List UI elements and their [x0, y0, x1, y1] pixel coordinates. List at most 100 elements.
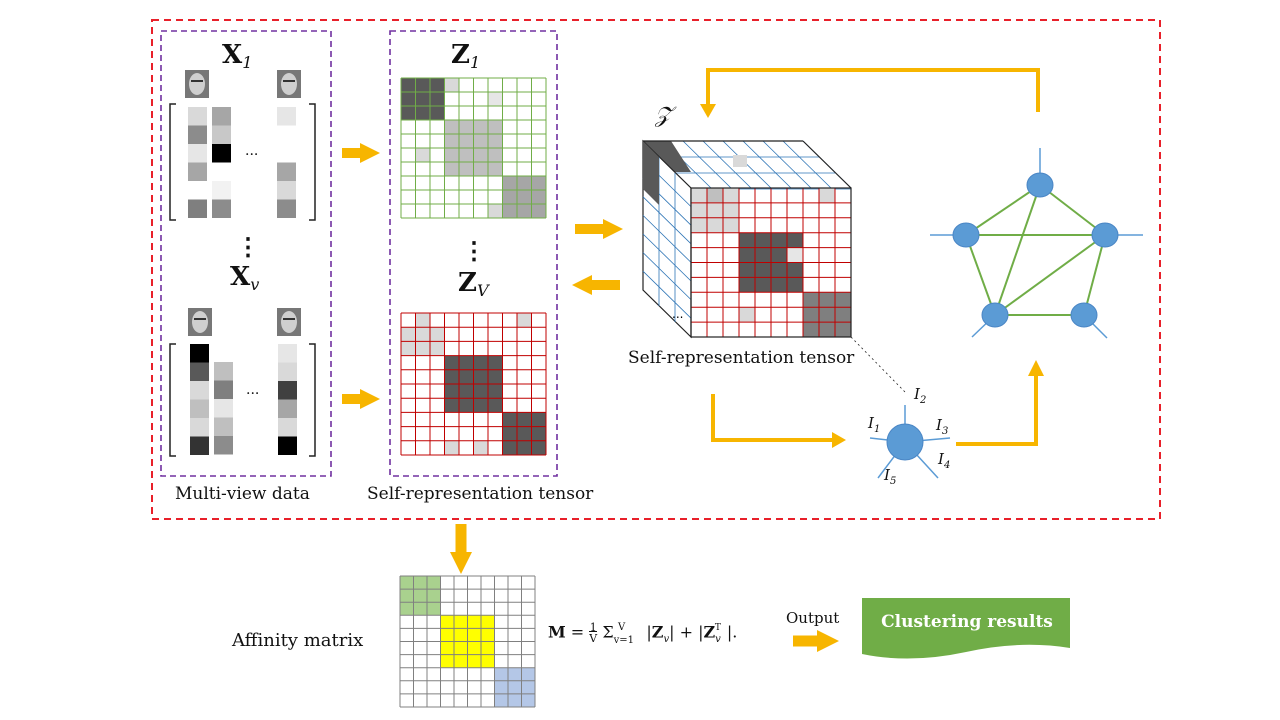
tensor-side-line: [642, 196, 692, 245]
zv-label: ZV: [458, 268, 489, 301]
zv-grid-cell: [473, 440, 488, 455]
matrix-cell: [277, 199, 296, 218]
output-label: Output: [786, 609, 840, 627]
z1-grid-cell: [401, 78, 445, 120]
x-vdots: ⋮: [236, 232, 260, 261]
feedback-head: [700, 104, 716, 118]
affinity-grid-cell: [494, 667, 535, 707]
matrix-cell: [190, 381, 209, 400]
face-skin: [192, 311, 208, 333]
hyperedge-node: [886, 423, 924, 461]
graph-edge: [994, 184, 1041, 316]
graph-node: [981, 302, 1009, 328]
matrix-cell: [214, 380, 233, 399]
face-eyes: [283, 318, 295, 320]
tensor-side-line: [642, 215, 692, 263]
tensor-front-grid-cell: [803, 292, 851, 337]
block-arrow: [342, 143, 380, 163]
clustering-results-banner: [862, 598, 1070, 659]
face-skin: [281, 73, 297, 95]
tensor-side-dark: [643, 141, 659, 205]
matrix-cell: [277, 162, 296, 181]
node-label-i4: I4: [938, 450, 951, 471]
affinity-matrix-grid: [399, 575, 536, 708]
matrix-bracket: [169, 103, 176, 221]
tensor-top-line: [682, 140, 732, 189]
tensor-edge: [802, 140, 852, 189]
z1-grid-cell: [488, 204, 503, 218]
face-skin: [281, 311, 297, 333]
z1-grid-cell: [502, 176, 546, 218]
node-label-i3: I3: [936, 416, 949, 437]
node-label-i1: I1: [868, 414, 881, 435]
z1-subscript: 1: [469, 53, 481, 73]
block-arrow: [793, 630, 839, 652]
matrix-cell: [278, 399, 297, 418]
block-arrow: [342, 389, 380, 409]
matrix-cell: [188, 107, 207, 126]
zv-grid-cell: [444, 440, 459, 455]
data-matrices: [169, 103, 316, 457]
z-vdots: ⋮: [462, 236, 486, 265]
matrix-cell: [214, 362, 233, 381]
z1-label: Z1: [451, 40, 481, 73]
tensor-top-line: [702, 140, 752, 189]
to-node-line: [711, 394, 836, 442]
matrix-cell: [278, 344, 297, 363]
tensor-symbol: 𝒵: [655, 103, 672, 128]
matrix-cell: [278, 418, 297, 437]
graph-edge: [1083, 234, 1106, 316]
to-graph-head: [1028, 360, 1044, 376]
zv-grid-cell: [415, 313, 430, 328]
matrix-bracket: [169, 343, 176, 457]
to-graph-line: [956, 372, 1038, 446]
matrix-cell: [278, 381, 297, 400]
face-eyes: [194, 318, 206, 320]
node-label-i2: I2: [914, 385, 927, 406]
xv-symbol: X: [230, 262, 251, 292]
zv-grid-cell: [517, 313, 532, 328]
matrix-cell: [278, 362, 297, 381]
matrix-cell: [212, 199, 231, 218]
tensor-side-line: [642, 252, 692, 300]
matrix-cell: [212, 181, 231, 200]
matrix-cell: [212, 107, 231, 126]
z1-grid-cell: [415, 148, 430, 162]
clustering-results-text: Clustering results: [881, 612, 1053, 632]
tensor-front-grid-cell: [707, 188, 723, 203]
x1-symbol: X: [222, 40, 243, 70]
affinity-label: Affinity matrix: [232, 630, 364, 651]
matrix-bracket: [309, 103, 316, 221]
zv-subscript: V: [476, 281, 489, 301]
zv-grid-cell: [502, 412, 546, 455]
matrix-cell: [188, 144, 207, 163]
tensor-front-grid-cell: [739, 307, 755, 323]
face-images: [185, 70, 301, 336]
matrix-cell: [190, 344, 209, 363]
graph-edge: [965, 184, 1041, 236]
affinity-grid-cell: [400, 576, 441, 616]
graph-node: [1026, 172, 1054, 198]
self-rep-label-left: Self-representation tensor: [367, 484, 594, 504]
x1-label: X1: [222, 40, 252, 72]
block-arrow: [450, 524, 472, 574]
multi-view-label: Multi-view data: [175, 484, 310, 504]
z1-grid-cell: [488, 92, 503, 106]
tensor-front-border: [690, 187, 852, 338]
face-eyes: [283, 80, 295, 82]
matrix-bracket: [309, 343, 316, 457]
xv-hdots: ...: [246, 382, 260, 398]
tensor-front-grid-cell: [787, 247, 803, 263]
tensor-side-line: [642, 270, 692, 319]
matrix-cell: [190, 362, 209, 381]
tensor-top-line: [742, 140, 792, 189]
z1-symbol: Z: [451, 40, 470, 70]
graph-structure: [869, 148, 1143, 479]
matrix-cell: [188, 162, 207, 181]
graph-edge: [1039, 184, 1106, 236]
representation-grids: [400, 77, 547, 456]
block-arrow: [575, 219, 623, 239]
z1-grid-cell: [444, 78, 459, 92]
